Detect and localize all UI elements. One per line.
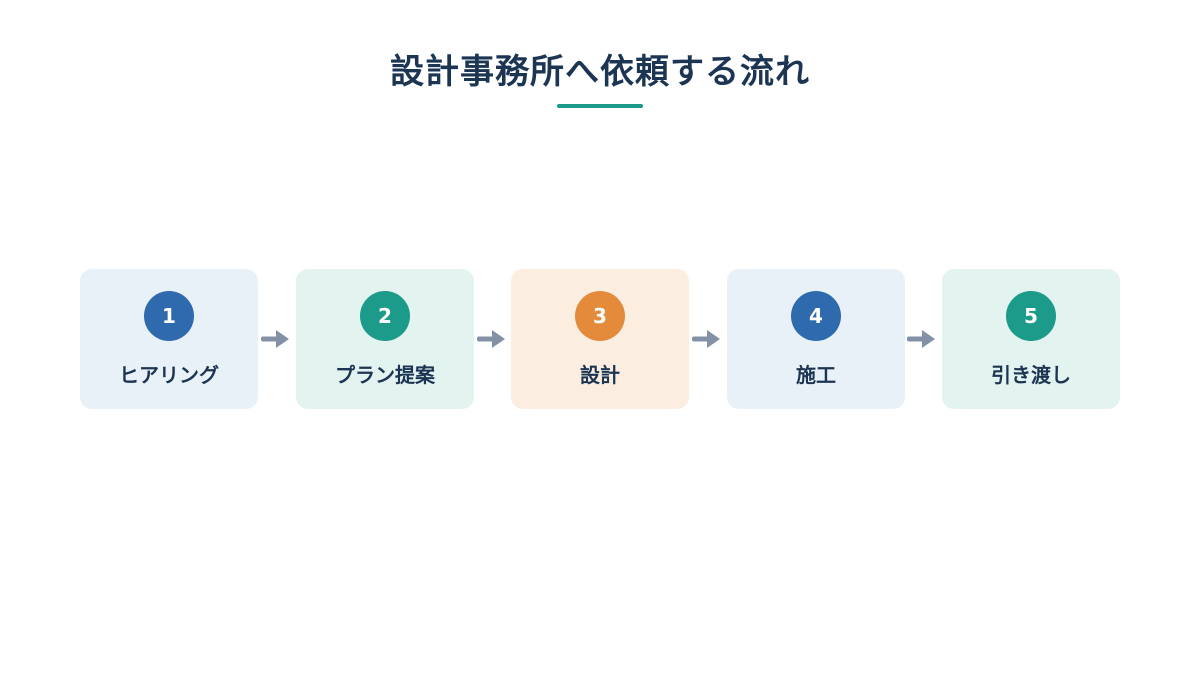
step-label: 引き渡し — [991, 363, 1071, 387]
right-arrow-icon — [692, 330, 720, 348]
step-label: 設計 — [580, 363, 620, 387]
step-number-badge: 5 — [1006, 291, 1056, 341]
step-label: 施工 — [796, 363, 836, 387]
step-card-3: 3 設計 — [511, 269, 689, 409]
step-card-4: 4 施工 — [727, 269, 905, 409]
right-arrow-icon — [261, 330, 289, 348]
step-label: ヒアリング — [119, 363, 219, 387]
step-number-badge: 3 — [575, 291, 625, 341]
step-number-badge: 2 — [360, 291, 410, 341]
right-arrow-icon — [477, 330, 505, 348]
page-title: 設計事務所へ依頼する流れ — [390, 52, 810, 92]
step-card-5: 5 引き渡し — [942, 269, 1120, 409]
step-label: プラン提案 — [335, 363, 435, 387]
title-underline — [557, 104, 643, 108]
step-number-badge: 1 — [144, 291, 194, 341]
step-number-badge: 4 — [791, 291, 841, 341]
step-card-1: 1 ヒアリング — [80, 269, 258, 409]
right-arrow-icon — [907, 330, 935, 348]
step-card-2: 2 プラン提案 — [296, 269, 474, 409]
process-flow: 1 ヒアリング 2 プラン提案 3 設計 4 施工 — [80, 269, 1120, 409]
